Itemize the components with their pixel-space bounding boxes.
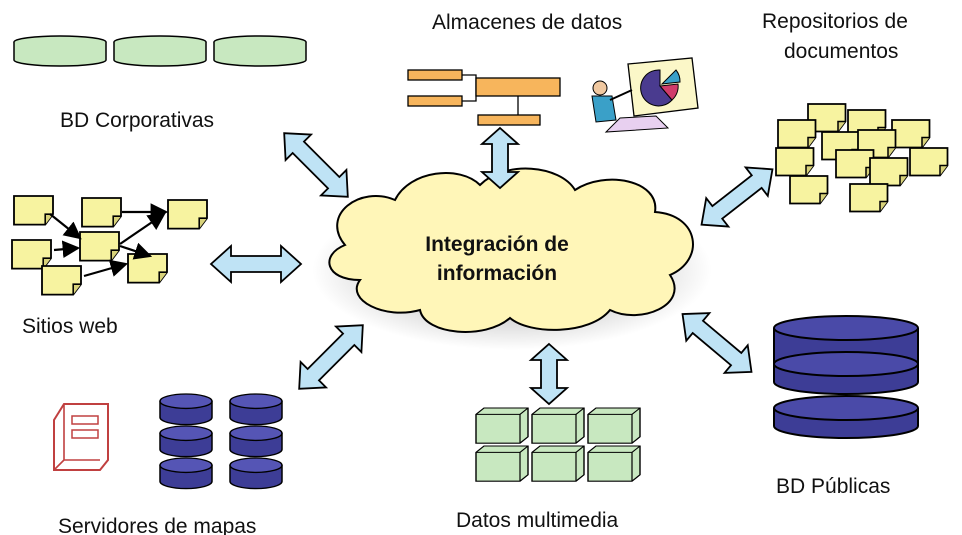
label-bd-publicas: BD Públicas <box>776 475 890 498</box>
arrow-repositorios <box>700 166 774 228</box>
arrow-almacenes <box>479 126 521 190</box>
center-label-line2: información <box>437 262 557 285</box>
websites-icon <box>11 195 208 296</box>
label-repositorios-line1: Repositorios de <box>762 10 908 33</box>
arrow-sitios-web <box>209 243 303 285</box>
document-repository-icon <box>775 103 949 213</box>
label-sitios-web: Sitios web <box>22 315 118 338</box>
arrow-datos-multimedia <box>528 342 570 406</box>
label-datos-multimedia: Datos multimedia <box>456 509 619 532</box>
arrow-bd-publicas <box>681 312 753 374</box>
label-bd-corporativas: BD Corporativas <box>60 109 214 132</box>
label-servidores-de-mapas: Servidores de mapas <box>58 515 256 535</box>
data-warehouse-icon <box>407 69 561 126</box>
public-db-icon <box>773 315 919 439</box>
bd-corporativas-icon <box>13 35 307 67</box>
arrow-servidores-mapas <box>298 324 364 390</box>
label-almacenes-de-datos: Almacenes de datos <box>432 11 622 34</box>
label-repositorios-line2: documentos <box>784 40 898 63</box>
map-server-icon <box>53 403 109 471</box>
map-server-databases-icon <box>159 393 283 490</box>
presenter-clipart-icon <box>591 57 699 133</box>
multimedia-cubes-icon <box>475 407 641 482</box>
center-label-line1: Integración de <box>425 233 569 256</box>
arrow-bd-corporativas <box>283 132 349 198</box>
central-cloud: Integración de información <box>312 167 712 350</box>
